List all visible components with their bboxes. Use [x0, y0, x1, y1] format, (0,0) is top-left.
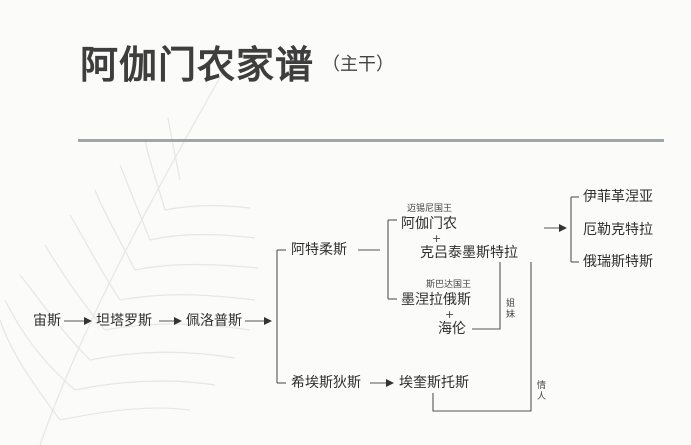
- page-title: 阿伽门农家谱: [80, 43, 315, 87]
- link-lover: [432, 262, 532, 412]
- label-lover: 情人: [537, 381, 547, 402]
- node-menelaus: 墨涅拉俄斯: [401, 292, 471, 308]
- node-orestes: 俄瑞斯特斯: [583, 254, 653, 270]
- node-thyestes: 希埃斯狄斯: [291, 375, 361, 391]
- node-pelops: 佩洛普斯: [186, 313, 242, 329]
- node-atreus: 阿特柔斯: [291, 242, 347, 258]
- node-iphigenia: 伊菲革涅亚: [583, 189, 653, 205]
- note-agamemnon: 迈锡尼国王: [407, 204, 453, 214]
- marriage-plus-2: +: [445, 308, 455, 321]
- marriage-plus-1: +: [432, 232, 442, 245]
- node-helen: 海伦: [438, 321, 466, 337]
- feather-decoration: [0, 59, 259, 445]
- node-zeus: 宙斯: [33, 313, 61, 329]
- page-subtitle: （主干）: [322, 54, 394, 75]
- title-divider: [78, 139, 664, 142]
- label-sisters: 姐妹: [506, 299, 516, 320]
- node-electra: 厄勒克特拉: [583, 222, 653, 238]
- node-aegisthus: 埃奎斯托斯: [399, 375, 469, 391]
- node-clytemnestra: 克吕泰墨斯特拉: [420, 245, 518, 261]
- link-sisters: [472, 262, 501, 330]
- note-menelaus: 斯巴达国王: [426, 280, 472, 290]
- node-tantalus: 坦塔罗斯: [96, 313, 152, 329]
- node-agamemnon: 阿伽门农: [401, 216, 457, 232]
